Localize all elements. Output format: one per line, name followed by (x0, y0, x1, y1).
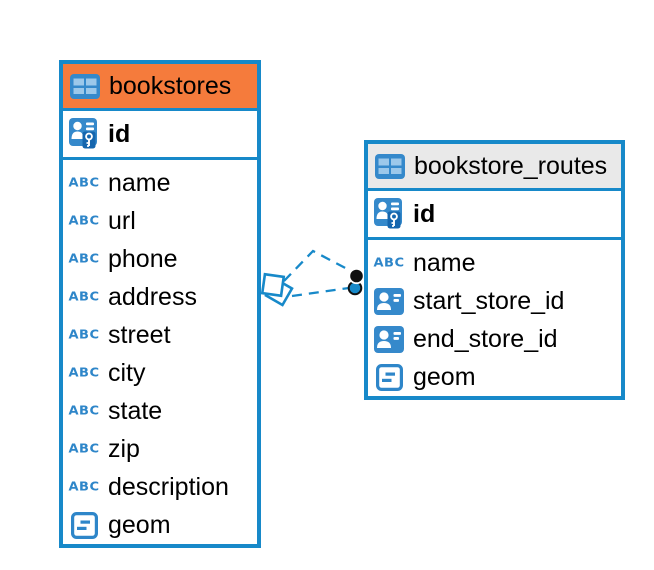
column-name: phone (108, 244, 178, 273)
text-column-icon: ABC (68, 290, 100, 304)
text-column-icon: ABC (68, 214, 100, 228)
text-column-icon: ABC (68, 328, 100, 342)
column-name: address (108, 282, 197, 311)
relationship-line[interactable] (283, 249, 354, 282)
column-name: end_store_id (413, 324, 558, 353)
column-name: street (108, 320, 171, 349)
relationship-line[interactable] (291, 286, 350, 298)
table-header[interactable]: bookstore_routes (368, 144, 621, 191)
relationship-diamond-marker[interactable] (260, 272, 294, 307)
relationship-dot-marker[interactable] (347, 267, 365, 296)
column-name: geom (413, 362, 476, 391)
reference-column-icon (374, 325, 404, 353)
column-name: description (108, 472, 229, 501)
column-row[interactable]: geom (63, 506, 257, 544)
column-row[interactable]: ABC phone (63, 240, 257, 278)
column-row[interactable]: ABC name (63, 164, 257, 202)
table-header[interactable]: bookstores (63, 64, 257, 111)
table-bookstore-routes[interactable]: bookstore_routes id ABC name start_store_… (364, 140, 625, 400)
column-row[interactable]: ABC city (63, 354, 257, 392)
column-row-primary-key[interactable]: id (63, 111, 257, 160)
primary-key-icon (374, 198, 404, 230)
column-name: id (108, 119, 131, 148)
primary-key-icon (69, 118, 99, 150)
column-name: id (413, 199, 436, 228)
column-name: name (108, 168, 171, 197)
column-row[interactable]: ABC name (368, 244, 621, 282)
geometry-column-icon (69, 511, 99, 539)
column-list: ABC name start_store_id end_store_id geom (368, 240, 621, 396)
table-title: bookstore_routes (414, 151, 608, 180)
column-row-primary-key[interactable]: id (368, 191, 621, 240)
column-row[interactable]: end_store_id (368, 320, 621, 358)
column-row[interactable]: ABC url (63, 202, 257, 240)
text-column-icon: ABC (68, 366, 100, 380)
text-column-icon: ABC (68, 404, 100, 418)
column-name: city (108, 358, 146, 387)
column-name: zip (108, 434, 140, 463)
column-name: name (413, 248, 476, 277)
text-column-icon: ABC (68, 480, 100, 494)
table-icon (70, 73, 100, 99)
column-row[interactable]: start_store_id (368, 282, 621, 320)
column-row[interactable]: ABC address (63, 278, 257, 316)
column-row[interactable]: ABC description (63, 468, 257, 506)
text-column-icon: ABC (373, 256, 405, 270)
text-column-icon: ABC (68, 176, 100, 190)
column-row[interactable]: geom (368, 358, 621, 396)
column-name: state (108, 396, 163, 425)
text-column-icon: ABC (68, 252, 100, 266)
geometry-column-icon (374, 363, 404, 391)
column-name: geom (108, 510, 171, 539)
column-row[interactable]: ABC state (63, 392, 257, 430)
column-name: start_store_id (413, 286, 565, 315)
column-name: url (108, 206, 136, 235)
table-title: bookstores (109, 71, 232, 100)
text-column-icon: ABC (68, 442, 100, 456)
column-row[interactable]: ABC street (63, 316, 257, 354)
table-icon (375, 153, 405, 179)
reference-column-icon (374, 287, 404, 315)
column-row[interactable]: ABC zip (63, 430, 257, 468)
